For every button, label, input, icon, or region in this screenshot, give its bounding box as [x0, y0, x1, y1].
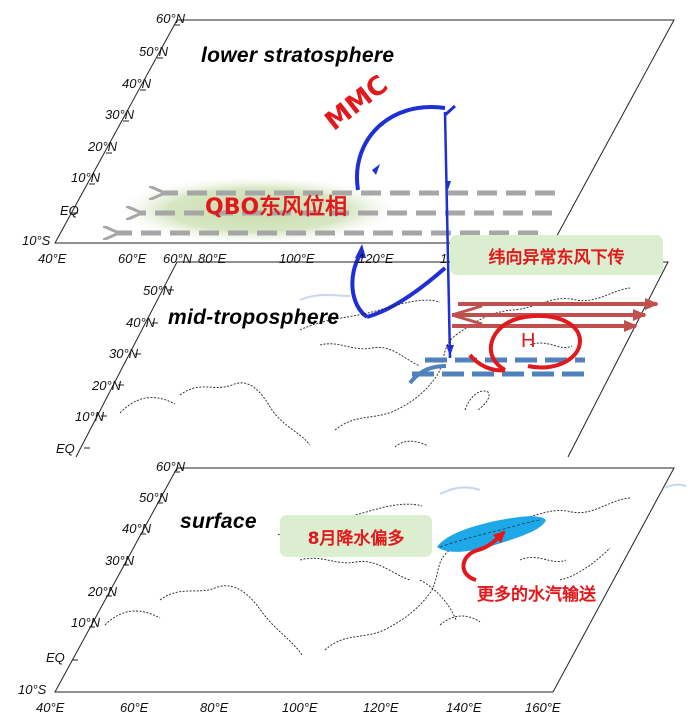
lat-tick-eq-bot: EQ: [46, 650, 65, 665]
lat-tick-40n-top: 40°N: [122, 76, 152, 91]
anticyclone-h-label: H: [521, 330, 536, 352]
panel-title-surface: surface: [180, 510, 257, 533]
lat-tick-10n-mid: 10°N: [75, 409, 105, 424]
qbo-easterly-label: QBO东风位相: [205, 195, 348, 220]
lat-tick-50n-top: 50°N: [139, 44, 169, 59]
zonal-easterly-label: 纬向异常东风下传: [450, 235, 663, 275]
lat-tick-20n-mid: 20°N: [92, 378, 122, 393]
lat-tick-10s-top: 10°S: [22, 233, 51, 248]
lon-tick-40e-bot: 40°E: [36, 700, 65, 715]
lat-tick-60n-bot: 60°N: [156, 459, 186, 474]
lon-tick-120e-top: 120°E: [358, 251, 394, 266]
vapor-transport-label: 更多的水汽输送: [477, 585, 596, 605]
lat-tick-30n-bot: 30°N: [105, 553, 135, 568]
lon-tick-80e-top: 80°E: [198, 251, 227, 266]
wind-arrow-fork: [451, 304, 483, 326]
lon-tick-40e-top: 40°E: [38, 251, 67, 266]
surface-faint-contour-2: [664, 483, 687, 489]
mmc-arrowheads: [355, 164, 454, 356]
lat-tick-30n-mid: 30°N: [109, 346, 139, 361]
lat-tick-50n-mid: 50°N: [143, 283, 173, 298]
stratosphere-panel: [54, 19, 675, 244]
lat-tick-60n-top: 60°N: [156, 11, 186, 26]
lat-tick-10n-bot: 10°N: [71, 615, 101, 630]
lat-tick-40n-mid: 40°N: [126, 315, 156, 330]
easterly-anomaly-arrows: [452, 298, 659, 332]
vapor-transport-arrow: [461, 530, 506, 582]
panel-title-stratosphere: lower stratosphere: [201, 44, 395, 67]
lon-tick-80e-bot: 80°E: [200, 700, 229, 715]
troposphere-frame: [75, 261, 669, 458]
lon-tick-60e-bot: 60°E: [120, 700, 149, 715]
surface-faint-contour: [439, 486, 481, 495]
lon-tick-60e-top: 60°E: [118, 251, 147, 266]
lat-tick-60n-mid: 60°N: [163, 251, 193, 266]
lat-tick-10s-bot: 10°S: [18, 682, 47, 697]
precip-label: 8月降水偏多: [280, 515, 432, 557]
blue-wind-curl: [408, 364, 447, 385]
stratosphere-frame: [54, 19, 675, 244]
lat-tick-30n-top: 30°N: [105, 107, 135, 122]
lat-tick-20n-bot: 20°N: [88, 584, 118, 599]
precip-anomaly: [437, 516, 546, 552]
lat-tick-eq-mid: EQ: [56, 441, 75, 456]
lat-tick-10n-top: 10°N: [71, 170, 101, 185]
qbo-easterly-arrows: [117, 193, 555, 233]
anticyclone-high: [468, 313, 583, 373]
panel-title-troposphere: mid-troposphere: [168, 306, 340, 329]
surface-frame: [54, 467, 675, 693]
lat-tick-20n-top: 20°N: [88, 139, 118, 154]
lon-tick-100e-bot: 100°E: [282, 700, 318, 715]
lon-tick-partial-top: 1: [440, 251, 448, 266]
lon-tick-120e-bot: 120°E: [363, 700, 399, 715]
troposphere-lat-ticks: [84, 289, 174, 449]
mmc-circulation: [350, 104, 457, 359]
stratosphere-lat-ticks: [55, 24, 180, 244]
lat-tick-40n-bot: 40°N: [122, 521, 152, 536]
surface-lat-ticks: [55, 471, 180, 693]
jet-contour-faint: [299, 294, 351, 301]
lon-tick-160e-bot: 160°E: [525, 700, 561, 715]
lat-tick-50n-bot: 50°N: [139, 490, 169, 505]
blue-wind-dashes: [412, 357, 590, 377]
lon-tick-100e-top: 100°E: [279, 251, 315, 266]
lon-tick-140e-bot: 140°E: [446, 700, 482, 715]
lat-tick-eq-top: EQ: [60, 203, 79, 218]
